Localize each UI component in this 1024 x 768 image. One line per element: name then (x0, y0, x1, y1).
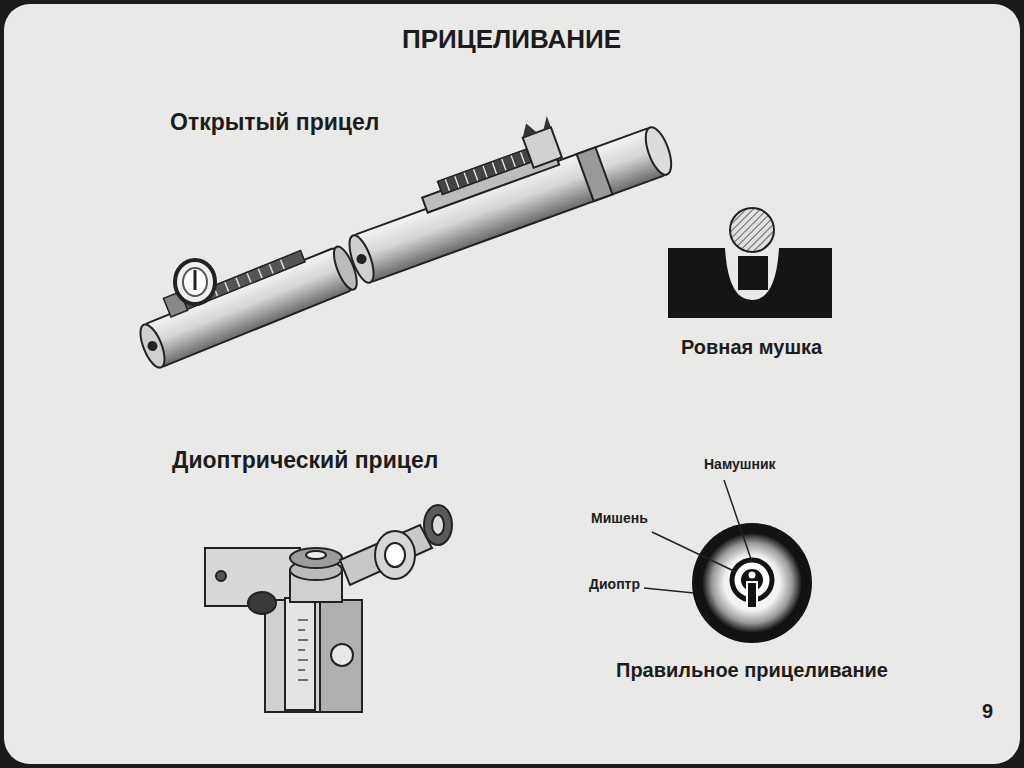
front-barrel (129, 228, 361, 371)
rear-barrel (329, 81, 677, 286)
leader-line (644, 480, 752, 593)
paper (4, 4, 1020, 764)
figure-label: Ровная мушка (681, 336, 822, 359)
diopter-sight-picture (692, 523, 812, 643)
page-number: 9 (982, 700, 993, 723)
part-name: Намушник (704, 456, 776, 472)
section-heading: Открытый прицел (170, 109, 379, 135)
open-sight-picture (668, 208, 832, 318)
front-sight-ring (175, 260, 215, 304)
diopter-sight (205, 505, 452, 712)
title: ПРИЦЕЛИВАНИЕ (402, 25, 621, 55)
part-name: Мишень (591, 510, 648, 526)
part-name: Диоптр (589, 576, 640, 592)
section-heading: Диоптрический прицел (172, 447, 438, 473)
figure-label: Правильное прицеливание (616, 659, 888, 682)
